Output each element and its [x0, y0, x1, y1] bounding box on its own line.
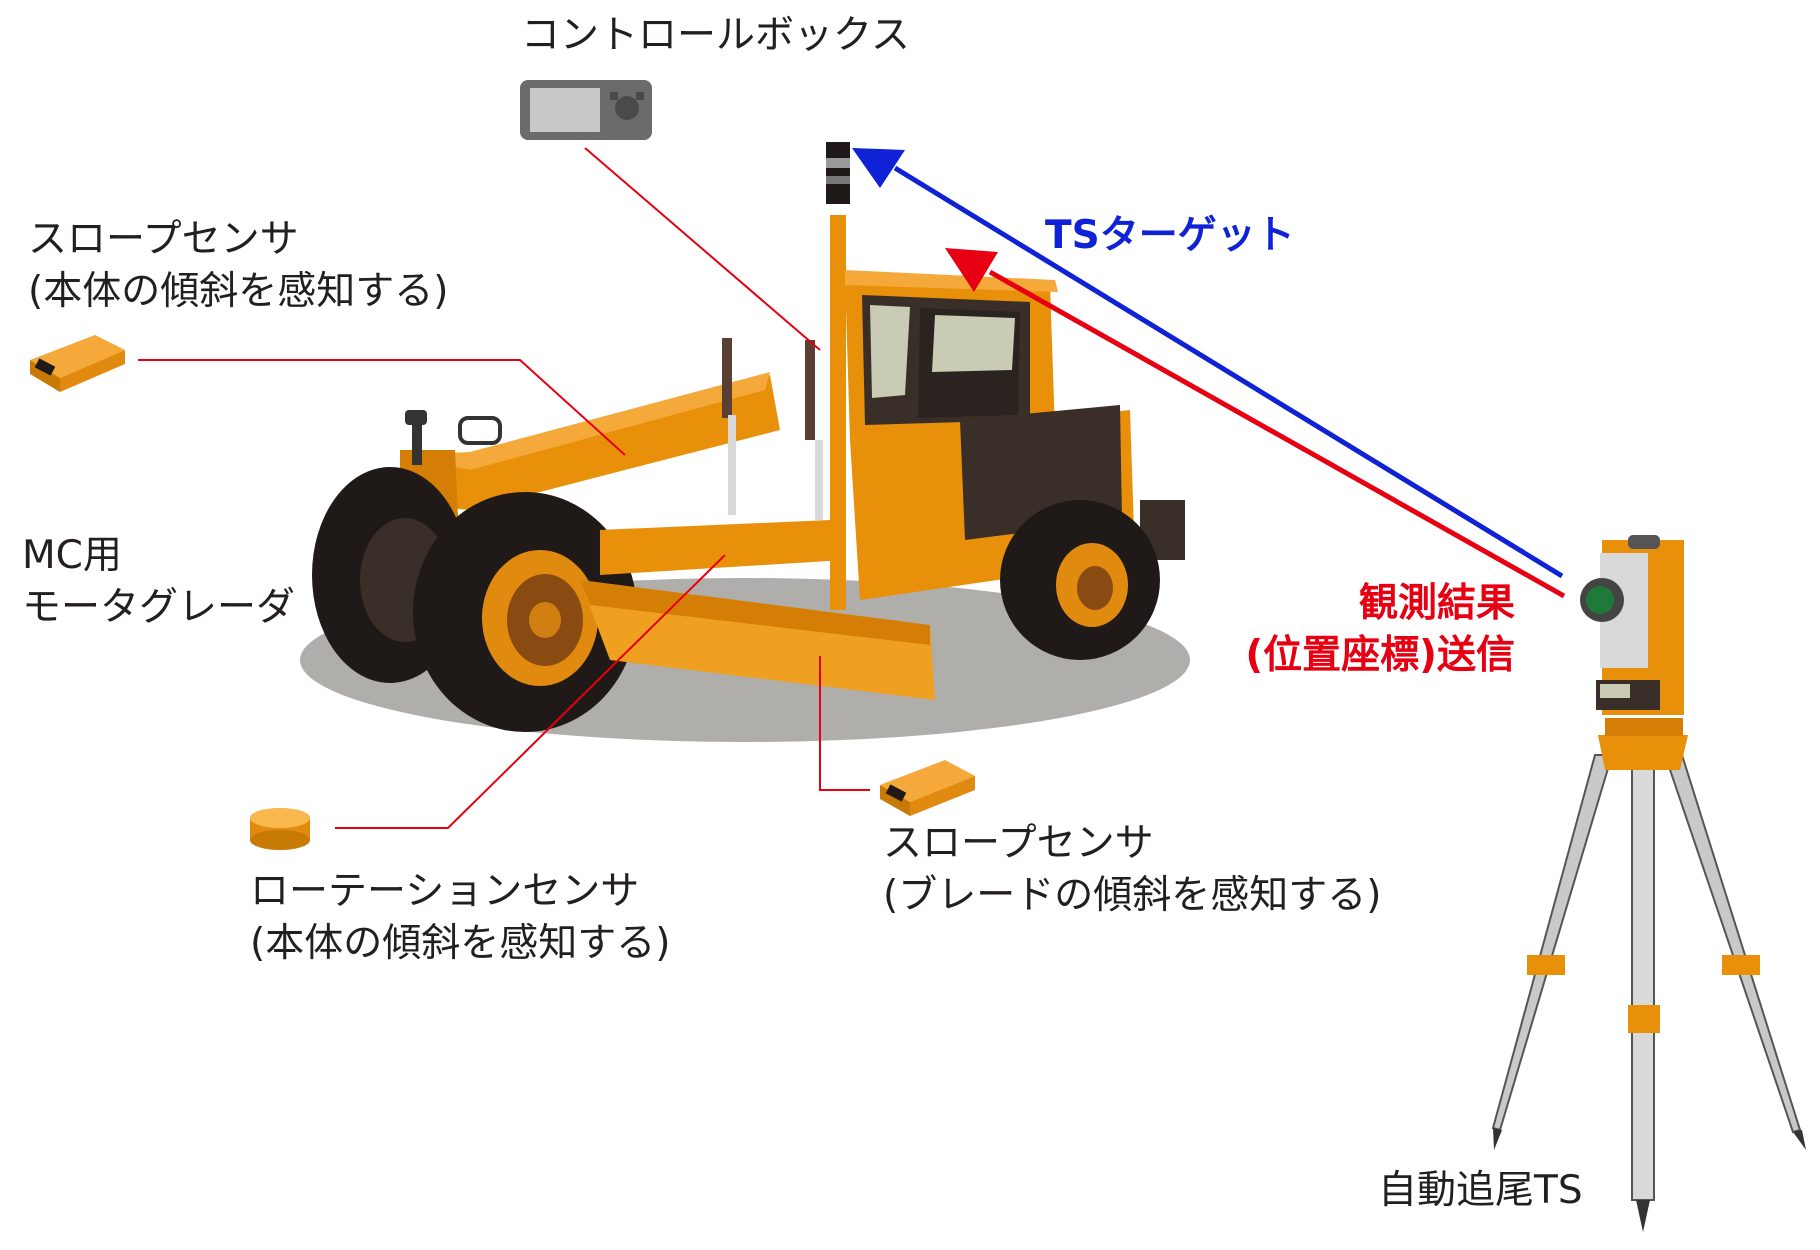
- leader-slope-sensor-body: [138, 359, 626, 456]
- control-box-device: [520, 80, 652, 140]
- slope-sensor-body-title: スロープセンサ: [28, 217, 299, 262]
- ts-target-label: TSターゲット: [1045, 210, 1295, 262]
- slope-sensor-blade-desc: (ブレードの傾斜を感知する): [883, 873, 1382, 918]
- rotation-sensor-title: ローテーションセンサ: [250, 869, 640, 914]
- observation-label: 観測結果 (位置座標)送信: [1225, 578, 1515, 682]
- slope-sensor-body-device: [30, 335, 125, 392]
- rotation-sensor-device: [250, 808, 310, 850]
- slope-sensor-blade-label: スロープセンサ (ブレードの傾斜を感知する): [883, 818, 1381, 922]
- auto-tracking-ts-text: 自動追尾TS: [1378, 1168, 1583, 1213]
- slope-sensor-body-desc: (本体の傾斜を感知する): [28, 269, 449, 314]
- observation-line2: (位置座標)送信: [1245, 633, 1515, 678]
- slope-sensor-body-label: スロープセンサ (本体の傾斜を感知する): [28, 214, 448, 318]
- leader-rotation-sensor: [335, 554, 726, 829]
- rotation-sensor-desc: (本体の傾斜を感知する): [250, 921, 671, 966]
- slope-sensor-blade-title: スロープセンサ: [883, 821, 1154, 866]
- total-station-device: [1491, 535, 1806, 1232]
- motor-grader: [312, 142, 1185, 732]
- observation-arrow: [945, 248, 1566, 599]
- leader-control-box: [584, 147, 821, 351]
- leader-lines: [138, 147, 870, 829]
- control-box-text: コントロールボックス: [521, 13, 910, 58]
- control-box-label: コントロールボックス: [521, 10, 910, 62]
- mc-grader-line2: モータグレーダ: [22, 585, 296, 630]
- mc-grader-line1: MC用: [22, 533, 122, 578]
- rotation-sensor-label: ローテーションセンサ (本体の傾斜を感知する): [250, 866, 670, 970]
- slope-sensor-blade-device: [880, 760, 975, 816]
- ts-target-arrow: [852, 148, 1564, 579]
- auto-tracking-ts-label: 自動追尾TS: [1378, 1165, 1583, 1217]
- leader-slope-sensor-blade: [819, 656, 870, 791]
- ts-target-text: TSターゲット: [1045, 213, 1295, 258]
- observation-line1: 観測結果: [1358, 581, 1515, 626]
- mc-grader-label: MC用 モータグレーダ: [22, 530, 295, 634]
